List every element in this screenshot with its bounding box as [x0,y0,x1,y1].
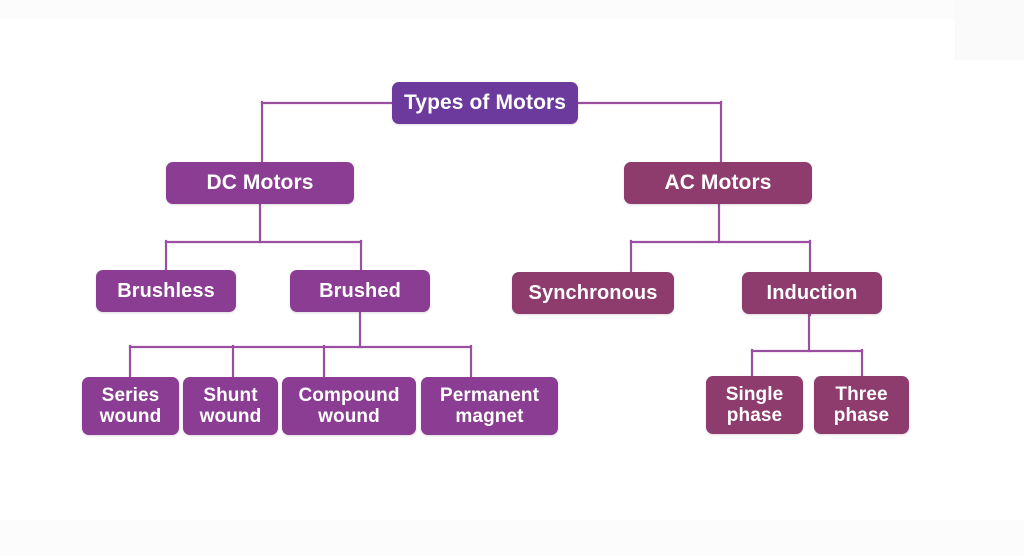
node-brushless[interactable]: Brushless [96,270,236,312]
node-induction[interactable]: Induction [742,272,882,314]
node-label: Induction [766,281,858,304]
node-label: Shunt wound [183,385,278,428]
node-label: Compound wound [282,385,416,428]
node-dc-motors[interactable]: DC Motors [166,162,354,204]
node-label-line-2: wound [199,406,262,427]
node-permanent-magnet[interactable]: Permanent magnet [421,377,558,435]
node-ac-motors[interactable]: AC Motors [624,162,812,204]
node-label: Permanent magnet [421,385,558,428]
node-synchronous[interactable]: Synchronous [512,272,674,314]
node-label: Single phase [706,384,803,427]
node-label-line-1: Series [101,384,160,406]
node-label: Three phase [814,384,909,427]
node-shunt-wound[interactable]: Shunt wound [183,377,278,435]
node-label-line-2: phase [833,405,890,426]
node-label: AC Motors [664,171,772,195]
node-label-line-2: magnet [455,406,524,427]
node-label-line-2: phase [726,405,783,426]
node-types-of-motors[interactable]: Types of Motors [392,82,578,124]
node-label-line-1: Permanent [439,384,540,406]
node-series-wound[interactable]: Series wound [82,377,179,435]
node-label: Series wound [82,385,179,428]
node-compound-wound[interactable]: Compound wound [282,377,416,435]
node-label-line-1: Compound [298,384,400,406]
node-label: Types of Motors [403,91,567,115]
node-label-line-2: wound [318,406,380,427]
node-label-line-1: Shunt [203,384,258,406]
node-label-line-1: Single [725,383,784,405]
node-brushed[interactable]: Brushed [290,270,430,312]
node-label-line-2: wound [99,406,162,427]
node-label: DC Motors [206,171,314,195]
node-label: Synchronous [528,281,658,304]
node-label: Brushed [319,279,401,302]
node-label-line-1: Three [835,383,888,405]
node-single-phase[interactable]: Single phase [706,376,803,434]
node-three-phase[interactable]: Three phase [814,376,909,434]
node-label: Brushless [117,279,215,302]
